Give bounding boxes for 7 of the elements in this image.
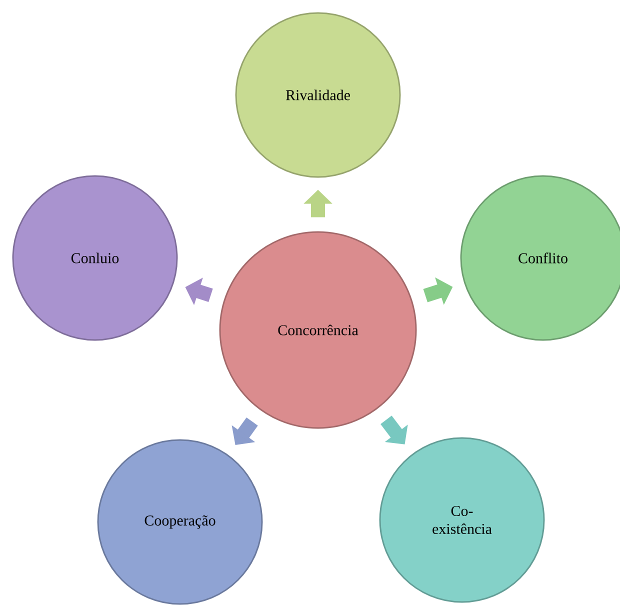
circle-node: Cooperação <box>97 439 263 605</box>
circle-node: Conflito <box>460 175 620 341</box>
block-arrow <box>380 416 408 444</box>
circle-node: Co-existência <box>379 437 545 603</box>
circle-node: Conluio <box>12 175 178 341</box>
circle-node: Concorrência <box>219 231 417 429</box>
circle-node: Rivalidade <box>235 12 401 178</box>
